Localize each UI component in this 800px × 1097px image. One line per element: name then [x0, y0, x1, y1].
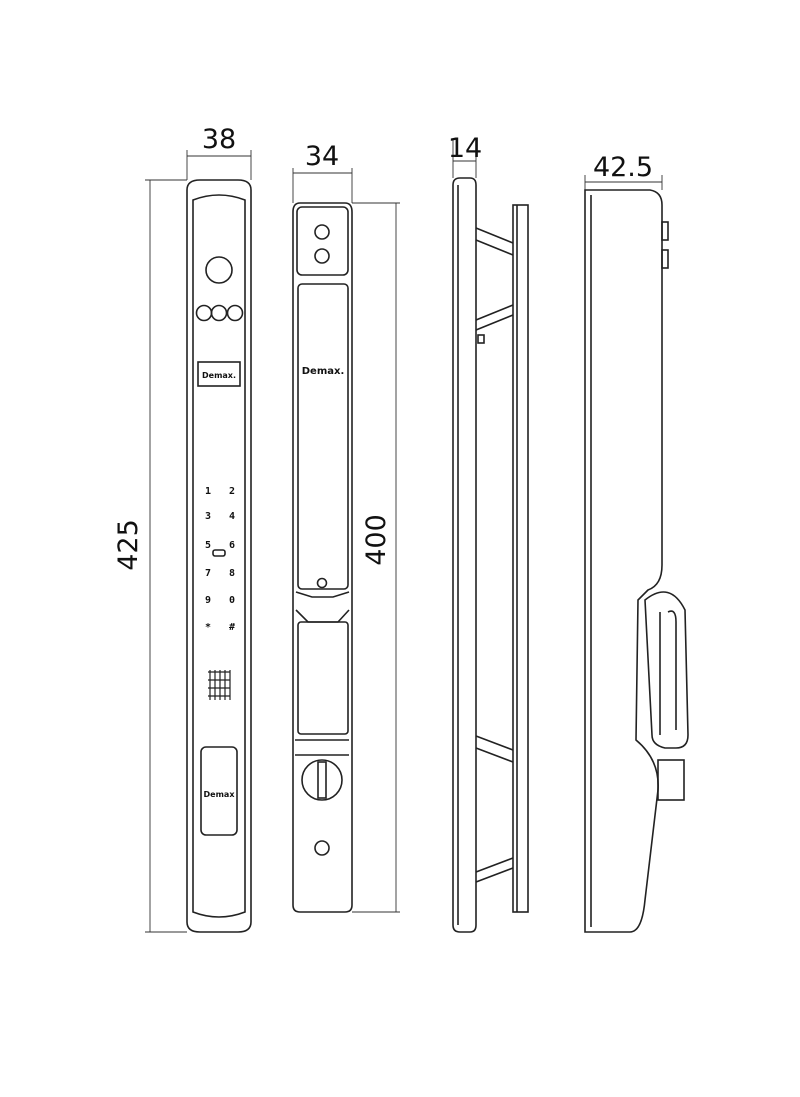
handle-logo: Demax — [204, 790, 236, 799]
key-2[interactable]: 2 — [229, 486, 235, 497]
thumb-turn-knob[interactable] — [301, 759, 343, 801]
button-icon[interactable] — [314, 248, 330, 264]
indicator-light — [212, 549, 226, 557]
key-0[interactable]: 0 — [229, 595, 235, 606]
dimension-front-height: 425 — [113, 519, 144, 571]
back-logo: Demax. — [302, 366, 345, 377]
dimension-back-height: 400 — [361, 514, 392, 566]
battery-cover-top — [296, 206, 349, 276]
key-1[interactable]: 1 — [205, 486, 211, 497]
screw-icon — [316, 577, 328, 589]
side-view-profile: 42.5 — [584, 152, 689, 933]
inner-handle[interactable] — [297, 621, 349, 735]
dimension-back-width: 34 — [305, 141, 339, 172]
button-icon[interactable] — [314, 224, 330, 240]
back-view: 34 400 Demax. — [292, 141, 400, 913]
sensor-icon — [226, 304, 244, 322]
dimension-side-thickness: 14 — [448, 133, 482, 164]
camera-icon — [205, 256, 233, 284]
key-4[interactable]: 4 — [229, 511, 235, 522]
sensor-icon — [210, 304, 228, 322]
key-6[interactable]: 6 — [229, 540, 235, 551]
key-9[interactable]: 9 — [205, 595, 211, 606]
key-5[interactable]: 5 — [205, 540, 211, 551]
sensor-icon — [195, 304, 213, 322]
screw-icon — [314, 840, 330, 856]
fingerprint-handle[interactable] — [200, 746, 238, 836]
front-logo-plate — [197, 361, 241, 387]
keypad: 1 2 3 4 5 6 7 8 9 0 * # — [205, 486, 235, 633]
front-view: 38 425 Demax. 1 2 3 4 5 6 7 8 9 0 * # — [113, 124, 252, 933]
speaker-grille-icon — [208, 670, 231, 700]
thumb-turn-profile — [657, 759, 685, 801]
side-view-thin: 14 — [448, 133, 529, 933]
dimension-front-width: 38 — [202, 124, 236, 155]
thumb-turn-grip — [317, 761, 327, 799]
dimension-side-depth: 42.5 — [593, 152, 653, 183]
front-logo: Demax. — [202, 371, 236, 380]
key-7[interactable]: 7 — [205, 568, 211, 579]
battery-cover — [297, 283, 349, 590]
key-8[interactable]: 8 — [229, 568, 235, 579]
key-3[interactable]: 3 — [205, 511, 211, 522]
outer-handle-profile — [644, 591, 689, 749]
key-hash[interactable]: # — [229, 622, 235, 633]
key-star[interactable]: * — [205, 622, 211, 633]
